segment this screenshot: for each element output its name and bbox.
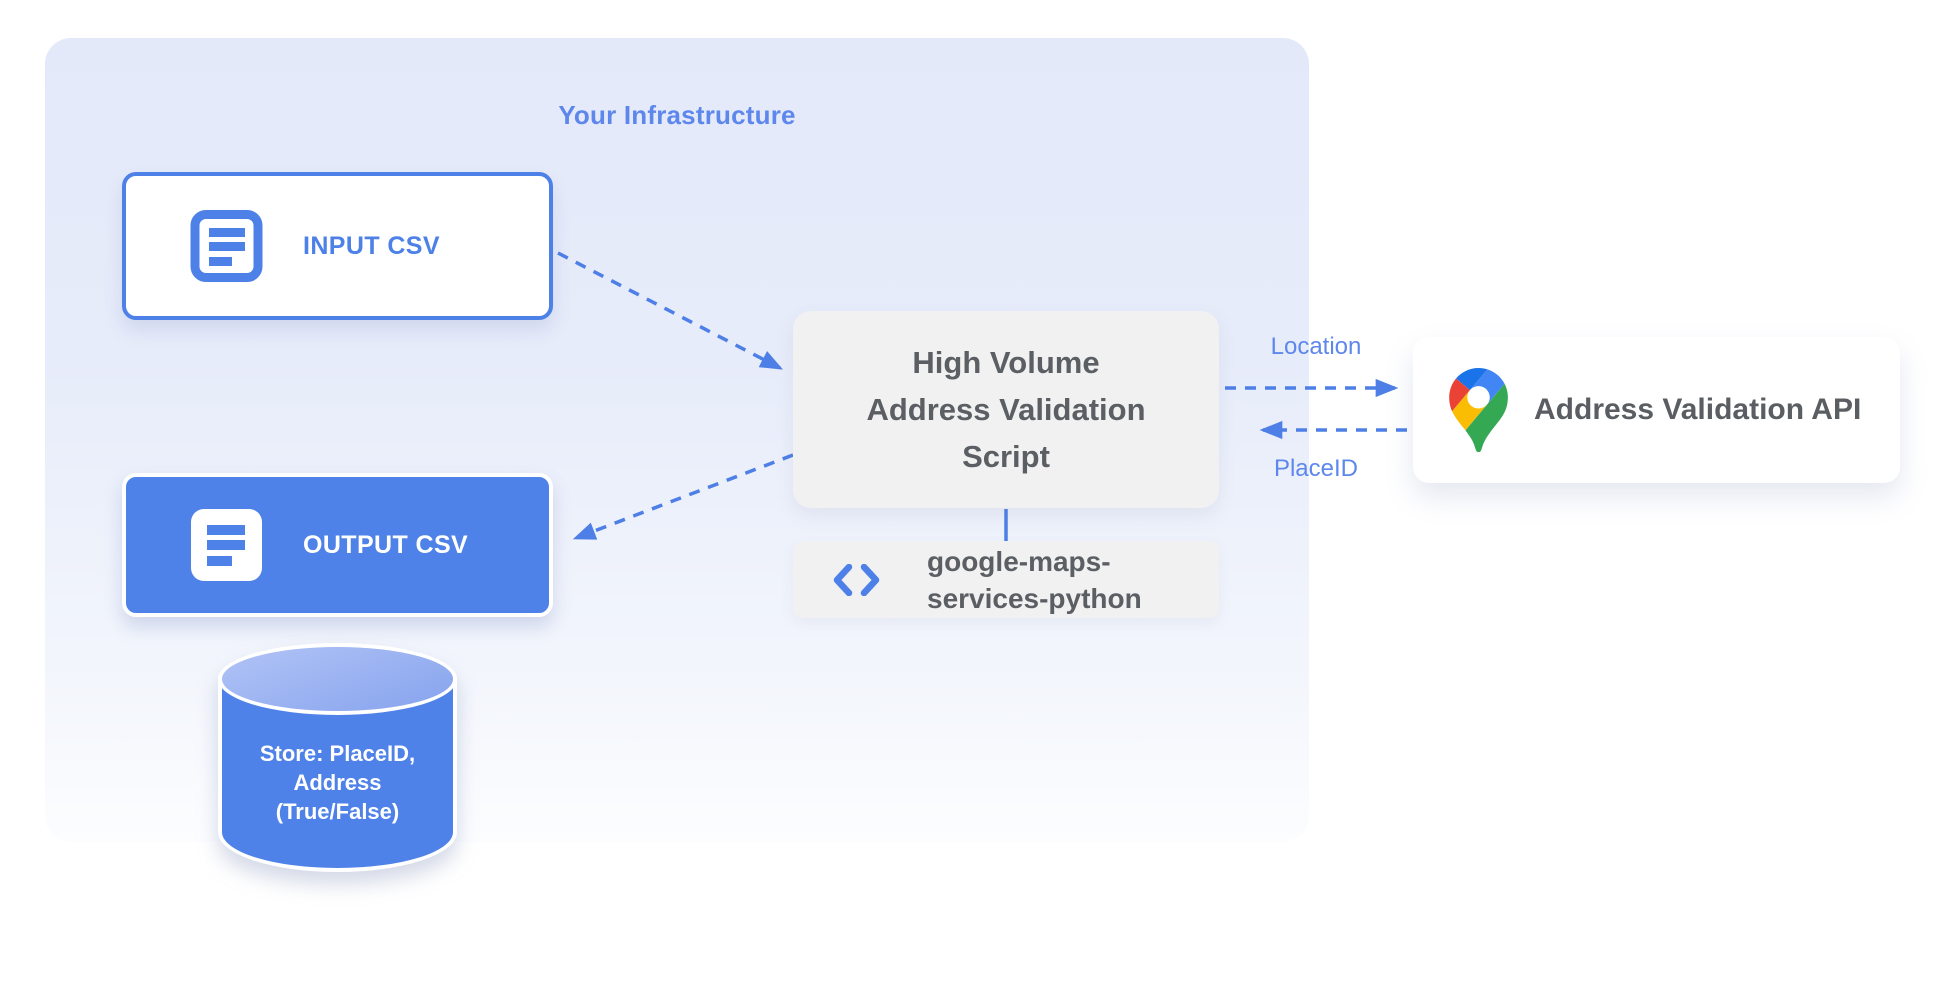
code-icon	[833, 563, 880, 596]
document-outline-icon	[190, 210, 263, 282]
validation-script-node: High Volume Address Validation Script	[793, 311, 1219, 508]
input-csv-node: INPUT CSV	[122, 172, 553, 320]
library-label-line2: services-python	[927, 582, 1142, 614]
google-maps-pin-icon	[1449, 368, 1508, 452]
input-csv-label: INPUT CSV	[303, 231, 440, 260]
library-label: google-maps- services-python	[927, 543, 1142, 617]
placeid-edge-label: PlaceID	[1273, 455, 1359, 482]
datastore-label: Store: PlaceID, Address (True/False)	[218, 739, 457, 826]
datastore-label-line2: Address	[293, 770, 382, 795]
datastore-label-line1: Store: PlaceID,	[259, 741, 416, 766]
library-label-line1: google-maps-	[927, 545, 1111, 577]
address-validation-api-label: Address Validation API	[1534, 393, 1862, 426]
script-label-line3: Script	[962, 439, 1050, 474]
location-edge-label: Location	[1270, 333, 1362, 360]
output-csv-node: OUTPUT CSV	[122, 473, 553, 617]
cylinder-top-ellipse	[218, 643, 457, 715]
address-validation-api-node: Address Validation API	[1413, 337, 1900, 483]
script-label-line1: High Volume	[912, 345, 1100, 380]
output-csv-label: OUTPUT CSV	[303, 530, 469, 559]
infrastructure-title: Your Infrastructure	[558, 100, 796, 130]
database-cylinder: Store: PlaceID, Address (True/False)	[218, 643, 457, 872]
datastore-label-line3: (True/False)	[275, 799, 400, 824]
python-library-node: google-maps- services-python	[793, 541, 1219, 618]
document-filled-icon	[191, 509, 262, 581]
script-label-line2: Address Validation	[866, 392, 1146, 427]
